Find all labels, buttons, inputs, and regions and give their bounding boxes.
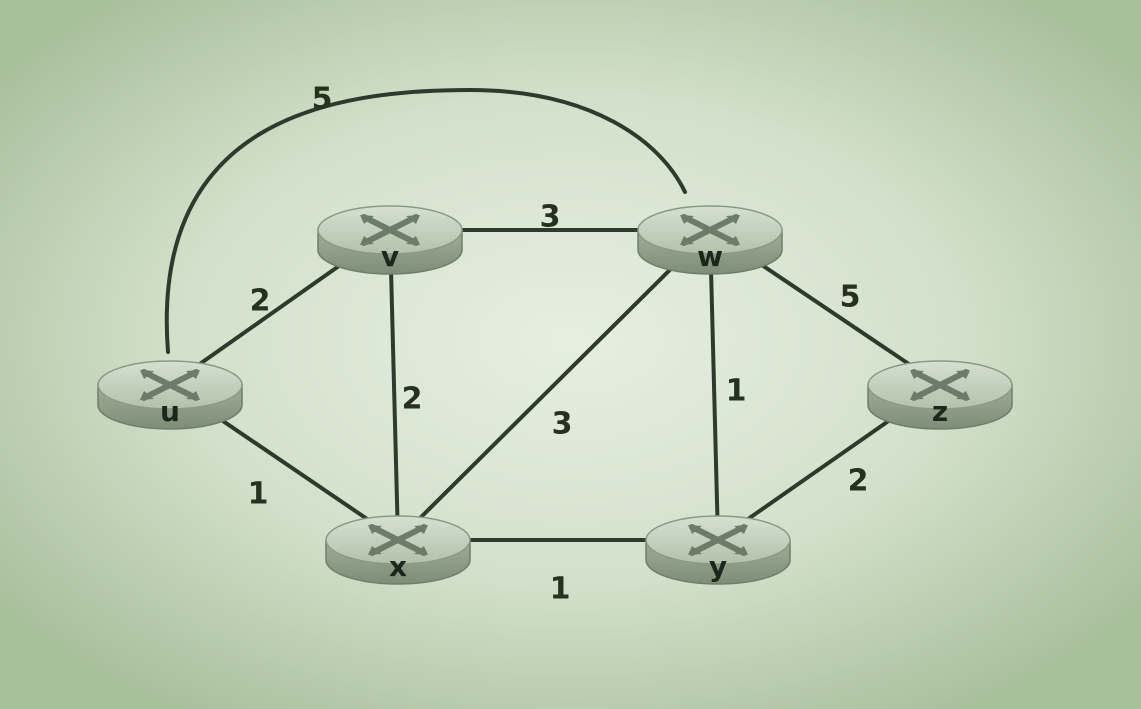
router-x: x [325, 515, 471, 585]
router-label-z: z [932, 395, 948, 428]
edge-weight-v-x: 2 [402, 382, 423, 417]
edge-weight-v-w: 3 [540, 200, 561, 235]
router-w: w [637, 205, 783, 275]
router-label-u: u [160, 395, 180, 428]
router-y: y [645, 515, 791, 585]
edge-weight-x-y: 1 [550, 572, 571, 607]
edge-weight-x-w: 3 [552, 407, 573, 442]
router-cross-icon [680, 214, 740, 246]
edge-weight-u-w: 5 [312, 82, 333, 117]
edge-weight-u-x: 1 [248, 477, 269, 512]
edge-weight-y-z: 2 [848, 464, 869, 499]
edge-u-w [164, 87, 687, 354]
edge-weight-w-y: 1 [726, 374, 747, 409]
router-v: v [317, 205, 463, 275]
edge-weight-u-v: 2 [250, 284, 271, 319]
router-u: u [97, 360, 243, 430]
edge-weights: 5 2 1 3 2 3 1 5 1 2 [248, 82, 869, 607]
router-z: z [867, 360, 1013, 430]
router-label-y: y [709, 550, 727, 583]
router-cross-icon [140, 369, 200, 401]
edge-v-x [388, 228, 400, 542]
router-cross-icon [688, 524, 748, 556]
router-cross-icon [368, 524, 428, 556]
edge-w-y [708, 228, 720, 542]
router-label-x: x [389, 550, 407, 583]
router-cross-icon [360, 214, 420, 246]
router-cross-icon [910, 369, 970, 401]
edge-weight-w-z: 5 [840, 280, 861, 315]
router-label-w: w [697, 240, 723, 273]
routers: u v w x y z [97, 205, 1013, 585]
router-label-v: v [381, 240, 399, 273]
edge-x-w [396, 228, 712, 542]
